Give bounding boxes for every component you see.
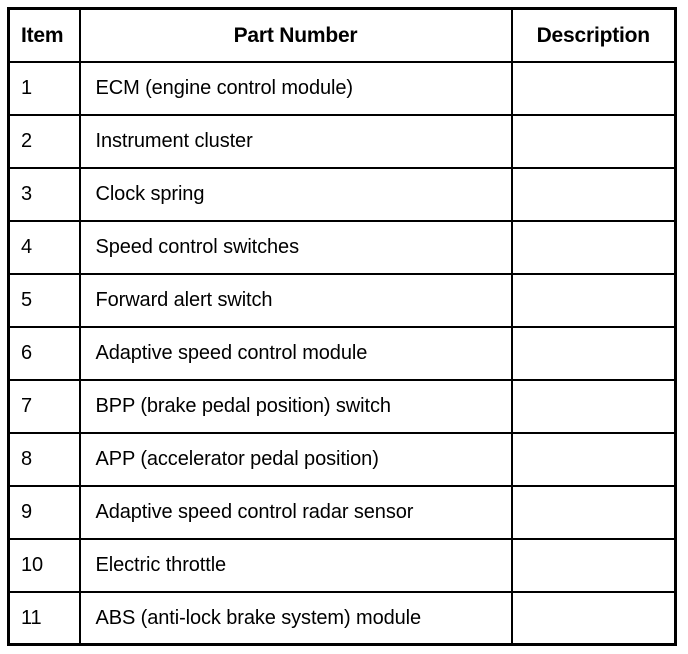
cell-part-number: Adaptive speed control module — [78, 325, 513, 381]
cell-item: 9 — [7, 484, 81, 540]
cell-description — [510, 431, 677, 487]
cell-item: 1 — [7, 60, 81, 116]
cell-part-number: ABS (anti-lock brake system) module — [78, 590, 513, 646]
cell-part-number: Forward alert switch — [78, 272, 513, 328]
cell-description — [510, 537, 677, 593]
cell-part-number: Adaptive speed control radar sensor — [78, 484, 513, 540]
cell-part-number: Instrument cluster — [78, 113, 513, 169]
table-row: 11 ABS (anti-lock brake system) module — [7, 590, 677, 646]
table-row: 7 BPP (brake pedal position) switch — [7, 378, 677, 434]
table-row: 9 Adaptive speed control radar sensor — [7, 484, 677, 540]
table-row: 5 Forward alert switch — [7, 272, 677, 328]
table-row: 10 Electric throttle — [7, 537, 677, 593]
parts-legend-table: Item Part Number Description 1 ECM (engi… — [7, 7, 677, 646]
cell-description — [510, 60, 677, 116]
cell-description — [510, 590, 677, 646]
table-body: 1 ECM (engine control module) 2 Instrume… — [7, 60, 677, 646]
table-row: 2 Instrument cluster — [7, 113, 677, 169]
cell-part-number: Clock spring — [78, 166, 513, 222]
cell-part-number: APP (accelerator pedal position) — [78, 431, 513, 487]
cell-item: 10 — [7, 537, 81, 593]
cell-description — [510, 272, 677, 328]
cell-item: 11 — [7, 590, 81, 646]
table-header: Item Part Number Description — [7, 7, 677, 63]
cell-part-number: ECM (engine control module) — [78, 60, 513, 116]
cell-item: 2 — [7, 113, 81, 169]
column-header-part-number: Part Number — [78, 7, 513, 63]
table-row: 6 Adaptive speed control module — [7, 325, 677, 381]
table-row: 3 Clock spring — [7, 166, 677, 222]
cell-item: 7 — [7, 378, 81, 434]
table-header-row: Item Part Number Description — [7, 7, 677, 63]
table-row: 1 ECM (engine control module) — [7, 60, 677, 116]
cell-description — [510, 219, 677, 275]
table-row: 8 APP (accelerator pedal position) — [7, 431, 677, 487]
cell-item: 4 — [7, 219, 81, 275]
cell-item: 3 — [7, 166, 81, 222]
cell-item: 5 — [7, 272, 81, 328]
cell-description — [510, 378, 677, 434]
cell-item: 6 — [7, 325, 81, 381]
cell-description — [510, 113, 677, 169]
cell-description — [510, 325, 677, 381]
table-row: 4 Speed control switches — [7, 219, 677, 275]
column-header-description: Description — [510, 7, 677, 63]
cell-part-number: Electric throttle — [78, 537, 513, 593]
column-header-item: Item — [7, 7, 81, 63]
cell-item: 8 — [7, 431, 81, 487]
cell-part-number: BPP (brake pedal position) switch — [78, 378, 513, 434]
cell-description — [510, 166, 677, 222]
cell-description — [510, 484, 677, 540]
cell-part-number: Speed control switches — [78, 219, 513, 275]
